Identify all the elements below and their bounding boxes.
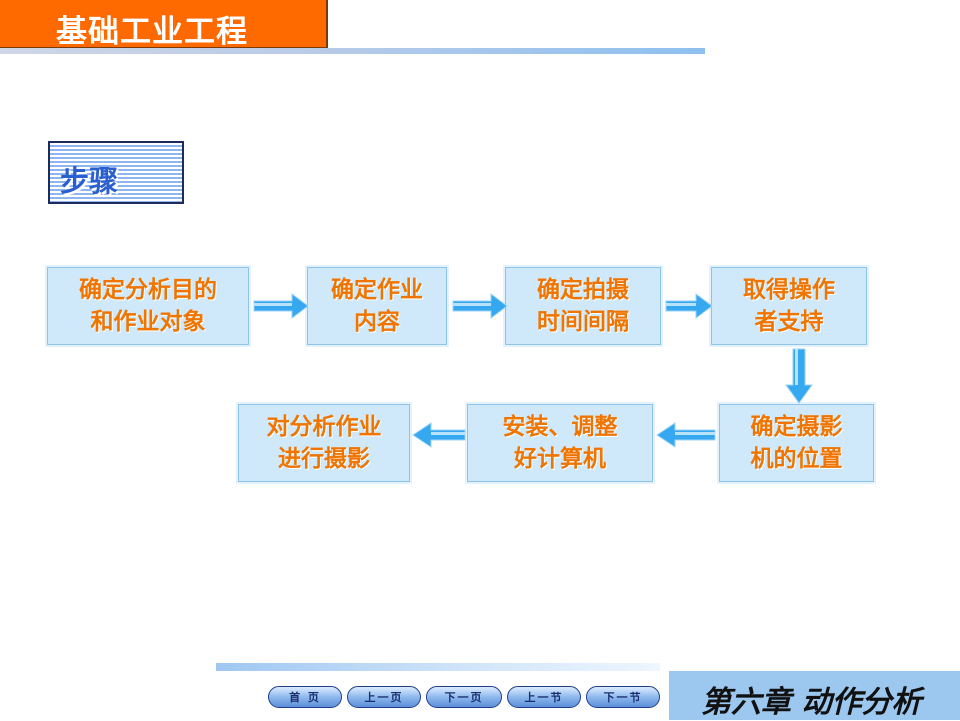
step-box-4: 取得操作 者支持 [711, 267, 867, 345]
chapter-banner: 第六章 动作分析 [669, 671, 960, 720]
step-2-text: 确定作业 内容 [331, 277, 423, 335]
step-4-text: 取得操作 者支持 [743, 277, 835, 335]
step-box-5: 确定摄影 机的位置 [719, 404, 874, 482]
header-divider [0, 48, 705, 54]
step-5-text: 确定摄影 机的位置 [750, 414, 843, 472]
right-arrow-icon [452, 293, 508, 319]
section-label-text: 步骤 [60, 164, 119, 198]
first-page-label: 首 页 [289, 691, 321, 704]
step-6-text: 安装、调整 好计算机 [502, 414, 618, 472]
step-box-3: 确定拍摄 时间间隔 [505, 267, 661, 345]
next-section-label: 下一节 [603, 691, 643, 704]
left-arrow-icon [656, 422, 716, 448]
prev-section-label: 上一节 [524, 691, 564, 704]
step-box-1: 确定分析目的 和作业对象 [47, 267, 249, 345]
prev-section-button[interactable]: 上一节 [507, 686, 581, 708]
section-label: 步骤 [48, 141, 184, 204]
header-bar: 基础工业工程 [0, 0, 328, 50]
next-page-button[interactable]: 下一页 [426, 686, 502, 708]
step-box-2: 确定作业 内容 [307, 267, 447, 345]
step-7-text: 对分析作业 进行摄影 [266, 414, 382, 472]
step-3-text: 确定拍摄 时间间隔 [537, 277, 629, 335]
step-1-text: 确定分析目的 和作业对象 [79, 277, 217, 335]
first-page-button[interactable]: 首 页 [268, 686, 342, 708]
down-arrow-icon [785, 348, 813, 404]
right-arrow-icon [253, 293, 309, 319]
step-box-7: 对分析作业 进行摄影 [238, 404, 410, 482]
footer-divider [216, 663, 660, 671]
left-arrow-icon [412, 422, 466, 448]
prev-page-button[interactable]: 上一页 [347, 686, 421, 708]
course-title: 基础工业工程 [56, 14, 248, 50]
next-page-label: 下一页 [444, 691, 484, 704]
prev-page-label: 上一页 [364, 691, 404, 704]
right-arrow-icon [665, 293, 713, 319]
next-section-button[interactable]: 下一节 [586, 686, 660, 708]
step-box-6: 安装、调整 好计算机 [467, 404, 653, 482]
chapter-title: 第六章 动作分析 [701, 685, 922, 720]
